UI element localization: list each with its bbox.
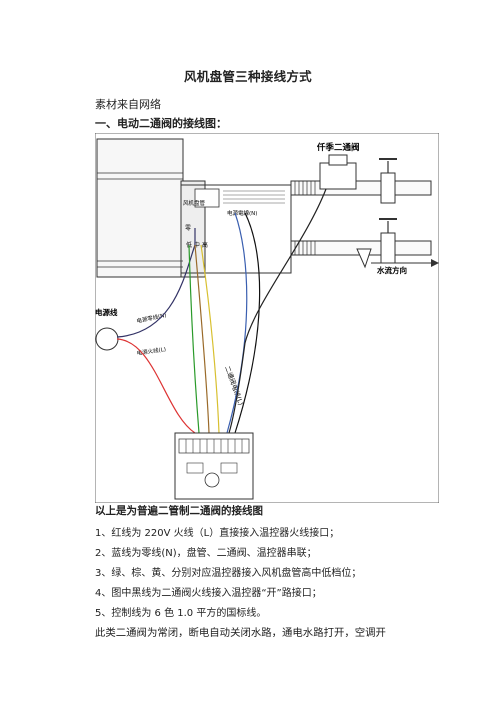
valve-power-label: 电源電線(N) [227,209,257,217]
water-pipes [290,154,439,269]
speed-label: 低 中 高 [186,241,208,249]
list-item: 3、绿、棕、黄、分别对应温控器接入风机盘管高中低档位； [95,568,362,579]
water-direction-label: 水流方向 [377,265,407,275]
wiring-notes-list: 1、红线为 220V 火线（L）直接接入温控器火线接口； 2、蓝线为零线(N)，… [95,524,455,624]
body-paragraph: 此类二通阀为常闭，断电自动关闭水路，通电水路打开，空调开 [95,627,386,639]
source-note: 素材来自网络 [95,98,161,111]
list-item: 2、蓝线为零线(N)，盘管、二通阀、温控器串联； [95,548,317,559]
figure-caption: 以上是为普遍二管制二通阀的接线图 [95,505,263,517]
power-line-label: 电源线 [95,307,118,317]
list-item: 5、控制线为 6 色 1.0 平方的国标线。 [95,608,267,619]
fan-coil-unit [96,138,292,278]
thermostat-box [174,432,254,500]
fan-coil-label: 风机盘管 [183,199,206,207]
section-heading: 一、电动二通阀的接线图： [95,117,227,130]
page-title: 风机盘管三种接线方式 [183,69,312,84]
control-wires [116,188,327,434]
zero-label: 零 [185,225,191,232]
power-plug-icon [95,327,119,351]
wiring-diagram: 仟季二通阀 水流方向 电源线 风机盘管 电源電線(N) 零 低 中 高 电源零线… [95,133,439,503]
list-item: 4、图中黑线为二通阀火线接入温控器“开”路接口； [95,588,322,599]
list-item: 1、红线为 220V 火线（L）直接接入温控器火线接口； [95,528,340,539]
valve-label: 仟季二通阀 [316,142,360,153]
